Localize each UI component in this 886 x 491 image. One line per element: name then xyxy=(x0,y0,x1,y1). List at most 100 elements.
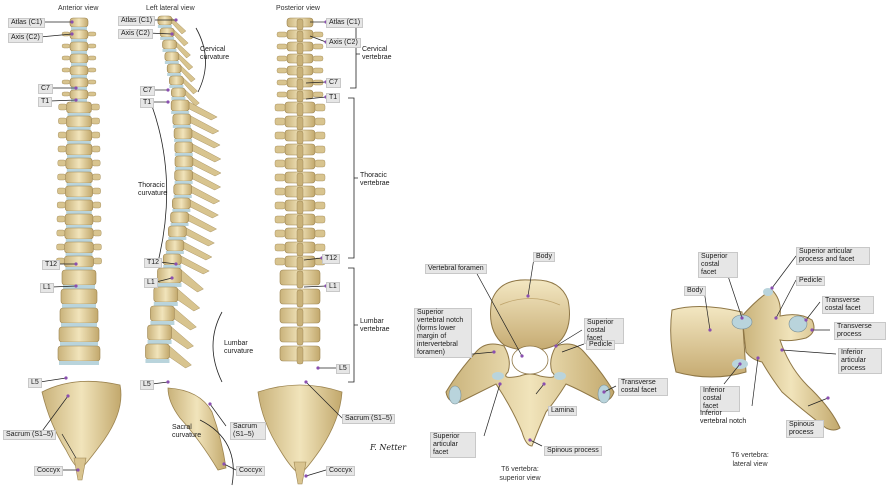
disc xyxy=(66,183,92,186)
lateral-coccyx-label: Coccyx xyxy=(236,466,265,476)
spinous-process xyxy=(180,65,196,83)
lat-spinous-process-label: Spinous process xyxy=(786,420,824,438)
sup-transverse-costal-facet-label: Transverse costal facet xyxy=(618,378,668,396)
spinous-process xyxy=(190,199,219,219)
transverse-process xyxy=(91,117,100,125)
vertebra xyxy=(65,171,93,184)
lateral-c7-label: C7 xyxy=(140,86,155,96)
transverse-process xyxy=(274,173,286,182)
transverse-process xyxy=(314,243,326,252)
posterior-atlas-label: Atlas (C1) xyxy=(326,18,364,28)
lat-transverse-costal-facet-label: Transverse costal facet xyxy=(822,296,874,314)
sacral-curve-line xyxy=(199,419,234,486)
sup-caption-1: T6 vertebra: xyxy=(501,466,539,473)
vertebra xyxy=(66,101,92,114)
anterior-t12-label: T12 xyxy=(42,260,61,270)
transverse-process xyxy=(61,43,71,49)
transverse-process xyxy=(274,257,286,266)
vertebra xyxy=(171,87,186,98)
vertebra xyxy=(66,115,92,128)
vertebra xyxy=(168,225,187,238)
disc xyxy=(157,25,172,28)
sacral-curvature-label: Sacral curvature xyxy=(172,424,202,439)
transverse-process xyxy=(61,79,71,85)
anterior-coccyx xyxy=(73,457,87,481)
transverse-process xyxy=(276,91,288,98)
disc xyxy=(147,340,172,344)
thoracic-vertebrae-brace xyxy=(348,97,358,259)
disc xyxy=(170,223,189,226)
disc xyxy=(71,51,87,54)
transverse-process xyxy=(92,201,102,209)
disc xyxy=(174,139,193,142)
spinous-process xyxy=(176,41,191,59)
transverse-process xyxy=(274,187,286,196)
spinous-process xyxy=(191,185,221,205)
lat-inferior-articular-process-label: Inferior articular process xyxy=(838,348,882,374)
spinous-process xyxy=(296,172,304,187)
posterior-view-title: Posterior view xyxy=(276,5,320,12)
sup-vertebral-notch-label: Superior vertebral notch (forms lower ma… xyxy=(414,308,472,358)
sup-pedicle-label: Pedicle xyxy=(586,340,615,350)
spinous-process xyxy=(296,158,304,173)
vertebra xyxy=(153,286,179,303)
disc xyxy=(65,239,93,242)
transverse-process xyxy=(61,55,71,61)
disc xyxy=(71,27,87,30)
vertebra xyxy=(164,51,180,62)
transverse-process xyxy=(57,145,67,153)
vertebra xyxy=(170,99,190,112)
artist-signature: F. Netter xyxy=(370,443,407,452)
vertebra xyxy=(69,53,89,64)
transverse-process xyxy=(61,91,71,97)
transverse-process xyxy=(274,145,286,154)
vertebra xyxy=(174,155,194,168)
transverse-process xyxy=(314,145,326,154)
vertebra xyxy=(162,39,177,50)
posterior-c7-label: C7 xyxy=(326,78,341,88)
transverse-process xyxy=(314,229,326,238)
leader-lines xyxy=(39,19,837,477)
spinous-process xyxy=(296,270,304,289)
lateral-t1-label: T1 xyxy=(140,98,155,108)
vertebra xyxy=(64,213,94,226)
disc xyxy=(71,39,87,42)
t6-superior-view xyxy=(445,279,615,447)
disc xyxy=(164,61,179,64)
sup-spinous-process-label: Spinous process xyxy=(544,446,602,456)
lat-pedicle-label: Pedicle xyxy=(796,276,825,286)
vertebra xyxy=(145,343,170,360)
disc xyxy=(67,127,91,130)
transverse-process xyxy=(274,117,286,126)
lat-superior-costal-facet-label: Superior costal facet xyxy=(698,252,738,278)
disc xyxy=(71,99,87,102)
transverse-process xyxy=(87,55,97,61)
spinous-process xyxy=(296,42,304,55)
transverse-process xyxy=(91,145,101,153)
spinous-process xyxy=(177,288,201,312)
spinous-process xyxy=(296,30,304,43)
spinous-process xyxy=(192,157,222,177)
disc xyxy=(173,195,192,198)
cervical-vertebrae-brace xyxy=(350,21,360,89)
disc xyxy=(168,237,187,240)
posterior-axis-label: Axis (C2) xyxy=(326,38,361,48)
disc xyxy=(63,285,95,289)
disc xyxy=(67,141,91,144)
transverse-process xyxy=(56,215,66,223)
disc xyxy=(171,97,186,100)
vertebra xyxy=(150,305,175,322)
spinous-process xyxy=(296,18,304,31)
disc xyxy=(61,323,97,327)
disc xyxy=(67,155,91,158)
disc xyxy=(71,63,87,66)
transverse-process xyxy=(57,159,66,167)
disc xyxy=(153,302,178,306)
lateral-t12-label: T12 xyxy=(144,258,163,268)
spinous-process xyxy=(183,77,198,95)
vertebra xyxy=(61,269,97,286)
sup-lamina-label: Lamina xyxy=(548,406,577,416)
lateral-view-title: Left lateral view xyxy=(146,5,195,12)
transverse-process xyxy=(57,173,66,181)
transverse-process xyxy=(312,43,324,50)
